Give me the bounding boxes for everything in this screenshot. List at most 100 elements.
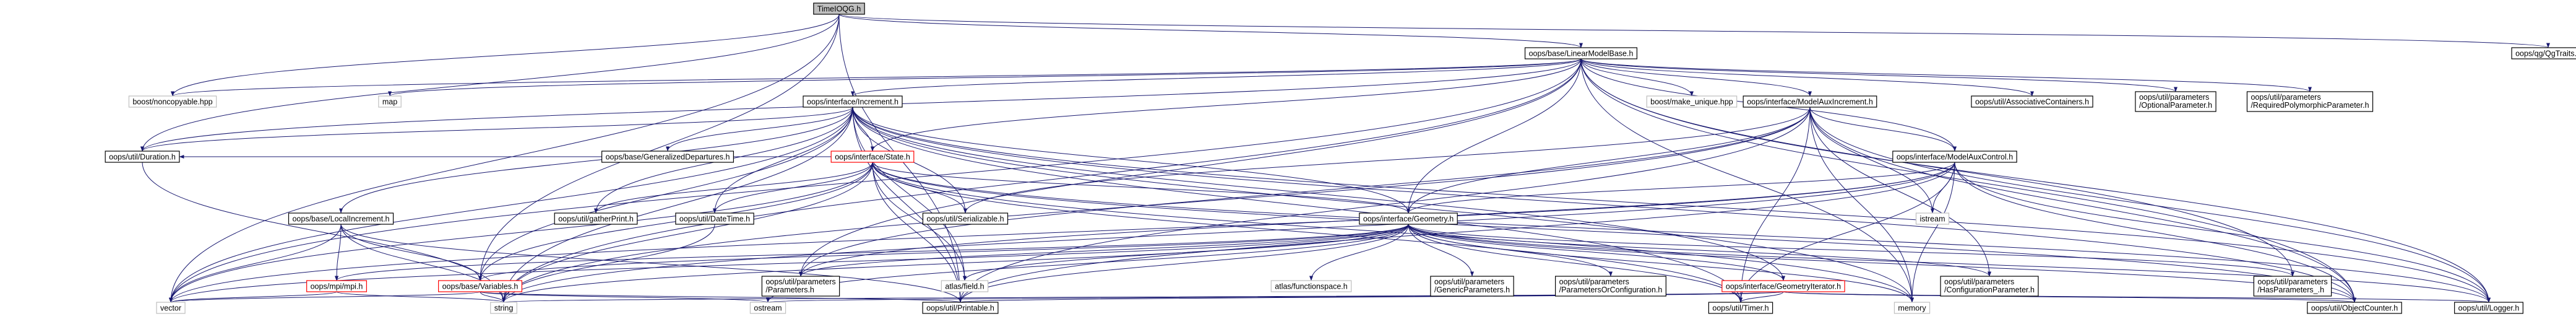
- edge-lmb-to-boostnc: [171, 58, 1582, 97]
- node-macontrol[interactable]: oops/interface/ModelAuxControl.h: [1892, 151, 2017, 163]
- edge-lmb-to-state: [871, 58, 1582, 152]
- edge-state-to-atlas: [872, 162, 967, 281]
- edge-lmb-to-map: [388, 58, 1582, 97]
- node-box: [2253, 276, 2332, 297]
- node-box: [1359, 212, 1458, 225]
- node-geoiter[interactable]: oops/interface/GeometryIterator.h: [1721, 280, 1845, 292]
- node-label: ostream: [754, 304, 782, 313]
- edge-incr-to-objcounter: [852, 107, 2356, 303]
- edge-geoiter-to-logger: [1783, 291, 2490, 303]
- node-incr[interactable]: oops/interface/Increment.h: [803, 95, 903, 108]
- node-box: [2135, 91, 2216, 112]
- node-label: oops/util/Duration.h: [109, 153, 176, 162]
- node-label: oops/interface/ModelAuxIncrement.h: [1747, 98, 1873, 107]
- edge-incr-to-logger: [852, 107, 2491, 303]
- node-label: atlas/field.h: [945, 282, 984, 291]
- node-qgtraits[interactable]: oops/qg/QgTraits.h: [2511, 47, 2576, 59]
- edge-root-to-duration: [140, 14, 840, 152]
- node-objcounter[interactable]: oops/util/ObjectCounter.h: [2307, 302, 2402, 314]
- node-root[interactable]: TimeIOQG.h: [813, 2, 865, 15]
- node-assoc[interactable]: oops/util/AssociativeContainers.h: [1971, 95, 2093, 108]
- edge-maincr-to-istream: [1809, 107, 1934, 214]
- node-serial[interactable]: oops/util/Serializable.h: [922, 212, 1009, 225]
- node-label: oops/interface/Geometry.h: [1363, 215, 1454, 224]
- edge-macontrol-to-string: [502, 162, 1955, 303]
- node-printable[interactable]: oops/util/Printable.h: [922, 302, 999, 314]
- edge-incr-to-atlas: [852, 107, 967, 281]
- edge-macontrol-to-geometry: [1406, 162, 1955, 214]
- node-parameters[interactable]: oops/util/parameters/Parameters.h: [761, 276, 840, 297]
- node-label: oops/base/Variables.h: [442, 282, 519, 291]
- node-label: oops/util/parameters: [2257, 277, 2327, 286]
- edge-geometry-to-mpi: [335, 224, 1409, 281]
- node-duration[interactable]: oops/util/Duration.h: [105, 151, 180, 163]
- node-memory: memory: [1893, 302, 1931, 314]
- edge-geometry-to-genparam: [1408, 224, 1474, 277]
- node-box: [128, 95, 217, 108]
- node-label: oops/util/Printable.h: [926, 304, 994, 313]
- node-reqpoly[interactable]: oops/util/parameters/RequiredPolymorphic…: [2246, 91, 2374, 112]
- node-label: oops/util/parameters: [1434, 277, 1504, 286]
- node-label: oops/qg/QgTraits.h: [2515, 50, 2576, 58]
- node-box: [288, 212, 394, 225]
- edge-state-to-printable: [872, 162, 962, 303]
- node-optparam[interactable]: oops/util/parameters/OptionalParameter.h: [2135, 91, 2216, 112]
- node-mpi[interactable]: oops/mpi/mpi.h: [306, 280, 367, 292]
- node-boostmu: boost/make_unique.hpp: [1646, 95, 1738, 108]
- edge-incr-to-geometry: [852, 107, 1410, 214]
- node-box: [2454, 302, 2523, 314]
- node-logger[interactable]: oops/util/Logger.h: [2454, 302, 2523, 314]
- node-box: [761, 276, 840, 297]
- node-datetime[interactable]: oops/util/DateTime.h: [675, 212, 754, 225]
- edge-incr-to-gendep: [666, 107, 853, 152]
- node-variables[interactable]: oops/base/Variables.h: [438, 280, 522, 292]
- edge-macontrol-to-logger: [1954, 162, 2491, 303]
- edge-incr-to-geoiter: [852, 107, 1785, 281]
- node-label: oops/base/LocalIncrement.h: [292, 215, 389, 224]
- node-label: oops/util/Logger.h: [2458, 304, 2520, 313]
- node-gendep[interactable]: oops/base/GeneralizedDepartures.h: [601, 151, 734, 163]
- node-state[interactable]: oops/interface/State.h: [830, 151, 915, 163]
- edge-incr-to-variables: [478, 107, 853, 281]
- node-label: oops/util/ObjectCounter.h: [2311, 304, 2398, 313]
- node-string: string: [490, 302, 517, 314]
- node-confparam[interactable]: oops/util/parameters/ConfigurationParame…: [1940, 276, 2039, 297]
- edge-lmb-to-parameters: [799, 58, 1582, 277]
- node-gatherprint[interactable]: oops/util/gatherPrint.h: [554, 212, 638, 225]
- node-paramorconf[interactable]: oops/util/parameters/ParametersOrConfigu…: [1555, 276, 1666, 297]
- node-box: [941, 280, 989, 292]
- node-localincr[interactable]: oops/base/LocalIncrement.h: [288, 212, 394, 225]
- node-lmb[interactable]: oops/base/LinearModelBase.h: [1524, 47, 1638, 59]
- edge-geometry-to-geoiter: [1408, 224, 1785, 281]
- node-label: /OptionalParameter.h: [2139, 101, 2212, 110]
- edge-localincr-to-mpi: [335, 224, 342, 281]
- node-timer[interactable]: oops/util/Timer.h: [1708, 302, 1773, 314]
- edge-root-to-boostnc: [171, 14, 840, 97]
- edge-root-to-qgtraits: [838, 14, 2550, 48]
- node-genparam[interactable]: oops/util/parameters/GenericParameters.h: [1430, 276, 1514, 297]
- node-label: /ParametersOrConfiguration.h: [1559, 286, 1663, 294]
- node-geometry[interactable]: oops/interface/Geometry.h: [1359, 212, 1458, 225]
- node-label: oops/interface/Increment.h: [807, 98, 898, 107]
- edge-maincr-to-memory: [1809, 107, 1914, 303]
- node-label: oops/mpi/mpi.h: [311, 282, 363, 291]
- edge-macontrol-to-timer: [1739, 162, 1955, 303]
- node-box: [156, 302, 186, 314]
- node-hasparam[interactable]: oops/util/parameters/HasParameters_.h: [2253, 276, 2332, 297]
- edge-maincr-to-macontrol: [1809, 107, 1957, 152]
- node-maincr[interactable]: oops/interface/ModelAuxIncrement.h: [1742, 95, 1877, 108]
- node-istream: istream: [1915, 212, 1950, 225]
- node-label: oops/util/Serializable.h: [926, 215, 1004, 224]
- edge-incr-to-memory: [852, 107, 1914, 303]
- node-box: [1893, 302, 1931, 314]
- node-label: /ConfigurationParameter.h: [1944, 286, 2035, 294]
- edge-localincr-to-printable: [340, 224, 962, 303]
- edge-state-to-vector: [169, 162, 873, 303]
- node-label: oops/util/parameters: [1944, 277, 2014, 286]
- edge-root-to-variables: [478, 14, 840, 281]
- node-box: [749, 302, 786, 314]
- node-ostream: ostream: [749, 302, 786, 314]
- node-box: [1524, 47, 1638, 59]
- edge-state-to-timer: [872, 162, 1742, 303]
- edge-duration-to-string: [142, 162, 506, 303]
